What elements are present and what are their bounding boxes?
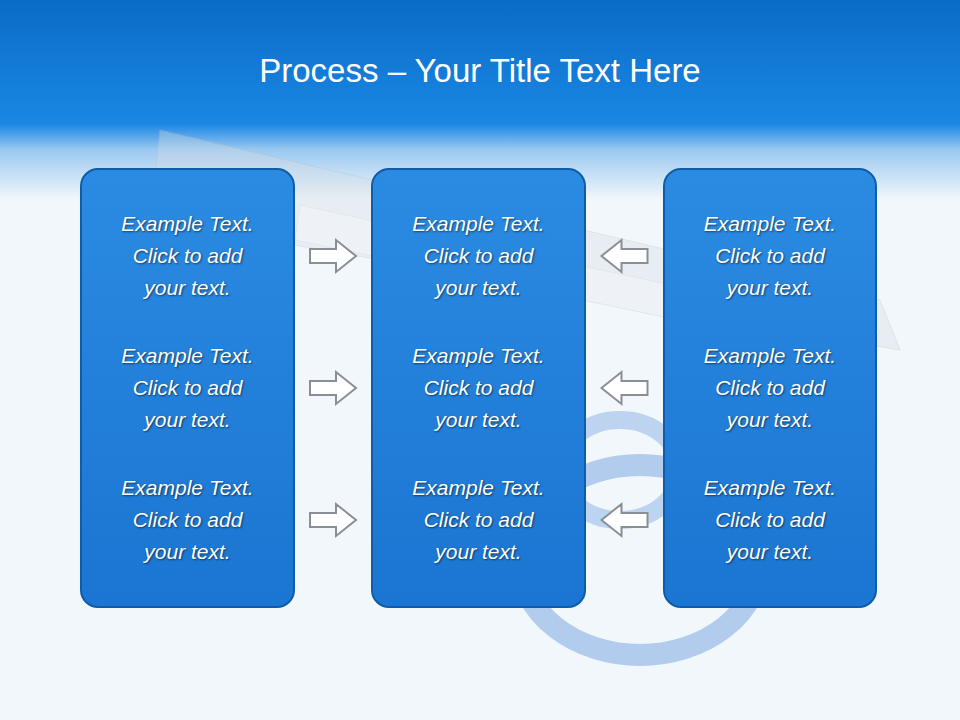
arrow-shape <box>310 240 356 272</box>
block-arrow <box>602 372 648 404</box>
box-text: Example Text. Click to add your text. <box>404 472 554 568</box>
box-text: Example Text. Click to add your text. <box>404 340 554 436</box>
arrow-shape <box>602 504 648 536</box>
block-arrow <box>310 372 356 404</box>
slide-title: Process – Your Title Text Here <box>0 52 960 90</box>
process-box: Example Text. Click to add your text. Exa… <box>663 168 877 608</box>
block-arrow <box>310 504 356 536</box>
box-text: Example Text. Click to add your text. <box>404 208 554 304</box>
box-text: Example Text. Click to add your text. <box>113 472 263 568</box>
arrow-shape <box>310 372 356 404</box>
process-box: Example Text. Click to add your text. Exa… <box>371 168 586 608</box>
box-text: Example Text. Click to add your text. <box>695 340 845 436</box>
block-arrow <box>602 240 648 272</box>
arrow-shape <box>310 504 356 536</box>
process-box: Example Text. Click to add your text. Exa… <box>80 168 295 608</box>
box-text: Example Text. Click to add your text. <box>113 208 263 304</box>
block-arrow <box>602 504 648 536</box>
arrow-shape <box>602 372 648 404</box>
box-text: Example Text. Click to add your text. <box>695 472 845 568</box>
box-text: Example Text. Click to add your text. <box>113 340 263 436</box>
box-text: Example Text. Click to add your text. <box>695 208 845 304</box>
arrow-shape <box>602 240 648 272</box>
block-arrow <box>310 240 356 272</box>
